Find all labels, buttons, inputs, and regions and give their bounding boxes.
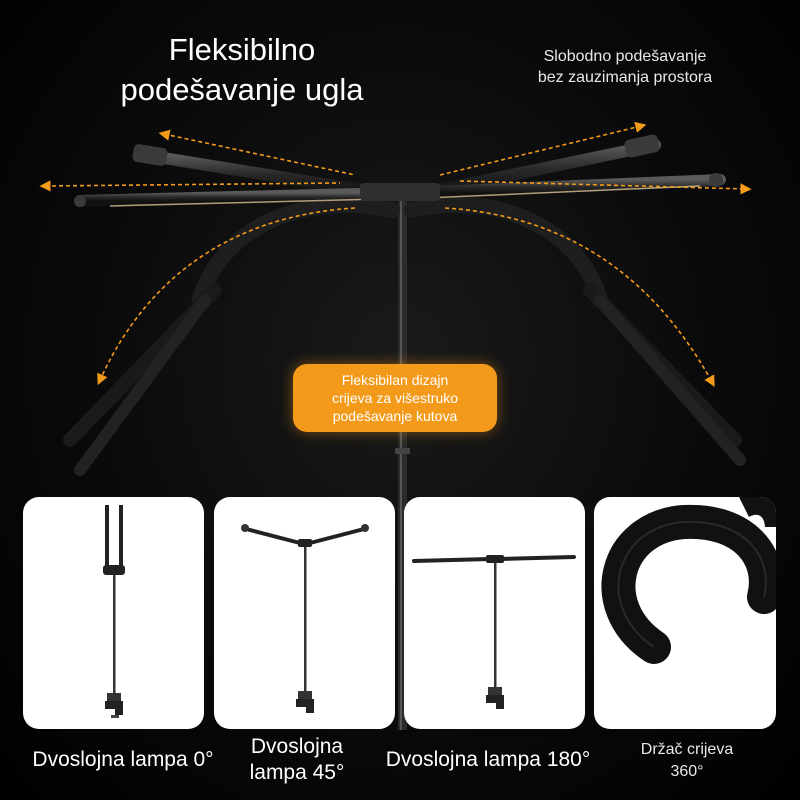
caption-lamp-45-line-1: Dvoslojna — [250, 735, 344, 758]
callout-line-3: podešavanje kutova — [332, 408, 458, 424]
headline: Fleksibilno podešavanje ugla — [82, 30, 402, 110]
caption-lamp-0: Dvoslojna lampa 0° — [32, 748, 214, 771]
adjustment-arrows — [39, 121, 752, 387]
horizontal-lamp-bars — [74, 173, 726, 207]
lamp-pole — [395, 190, 410, 730]
subheadline: Slobodno podešavanje bez zauzimanja pros… — [480, 46, 770, 88]
caption-hose-360: Držač crijeva 360° — [612, 739, 762, 783]
subheadline-line-2: bez zauzimanja prostora — [537, 69, 713, 86]
card-lamp-180-degrees — [404, 497, 585, 729]
hose-feature-callout: Fleksibilan dizajn crijeva za višestruko… — [293, 364, 497, 432]
card-lamp-45-degrees — [214, 497, 395, 729]
headline-line-2: podešavanje ugla — [120, 72, 364, 107]
callout-line-1: Fleksibilan dizajn — [341, 372, 449, 388]
card-hose-360 — [594, 497, 776, 729]
gooseneck-hoses — [192, 196, 608, 308]
caption-hose-360-line-2: 360° — [670, 763, 704, 780]
lowered-lamp-bars — [63, 283, 746, 476]
caption-lamp-45-line-2: lampa 45° — [249, 761, 345, 784]
caption-hose-360-line-1: Držač crijeva — [640, 741, 734, 758]
lamp-45-illustration — [241, 524, 369, 713]
caption-lamp-180: Dvoslojna lampa 180° — [385, 748, 591, 771]
callout-line-2: crijeva za višestruko — [331, 390, 459, 406]
lamp-0-illustration — [103, 505, 125, 718]
tilted-lamp-bars — [132, 134, 661, 198]
card-lamp-0-degrees — [23, 497, 204, 729]
lamp-180-illustration — [412, 555, 576, 709]
headline-line-1: Fleksibilno — [168, 32, 316, 67]
subheadline-line-1: Slobodno podešavanje — [543, 48, 707, 65]
caption-lamp-45: Dvoslojna lampa 45° — [222, 734, 372, 786]
hose-360-illustration — [601, 497, 776, 664]
